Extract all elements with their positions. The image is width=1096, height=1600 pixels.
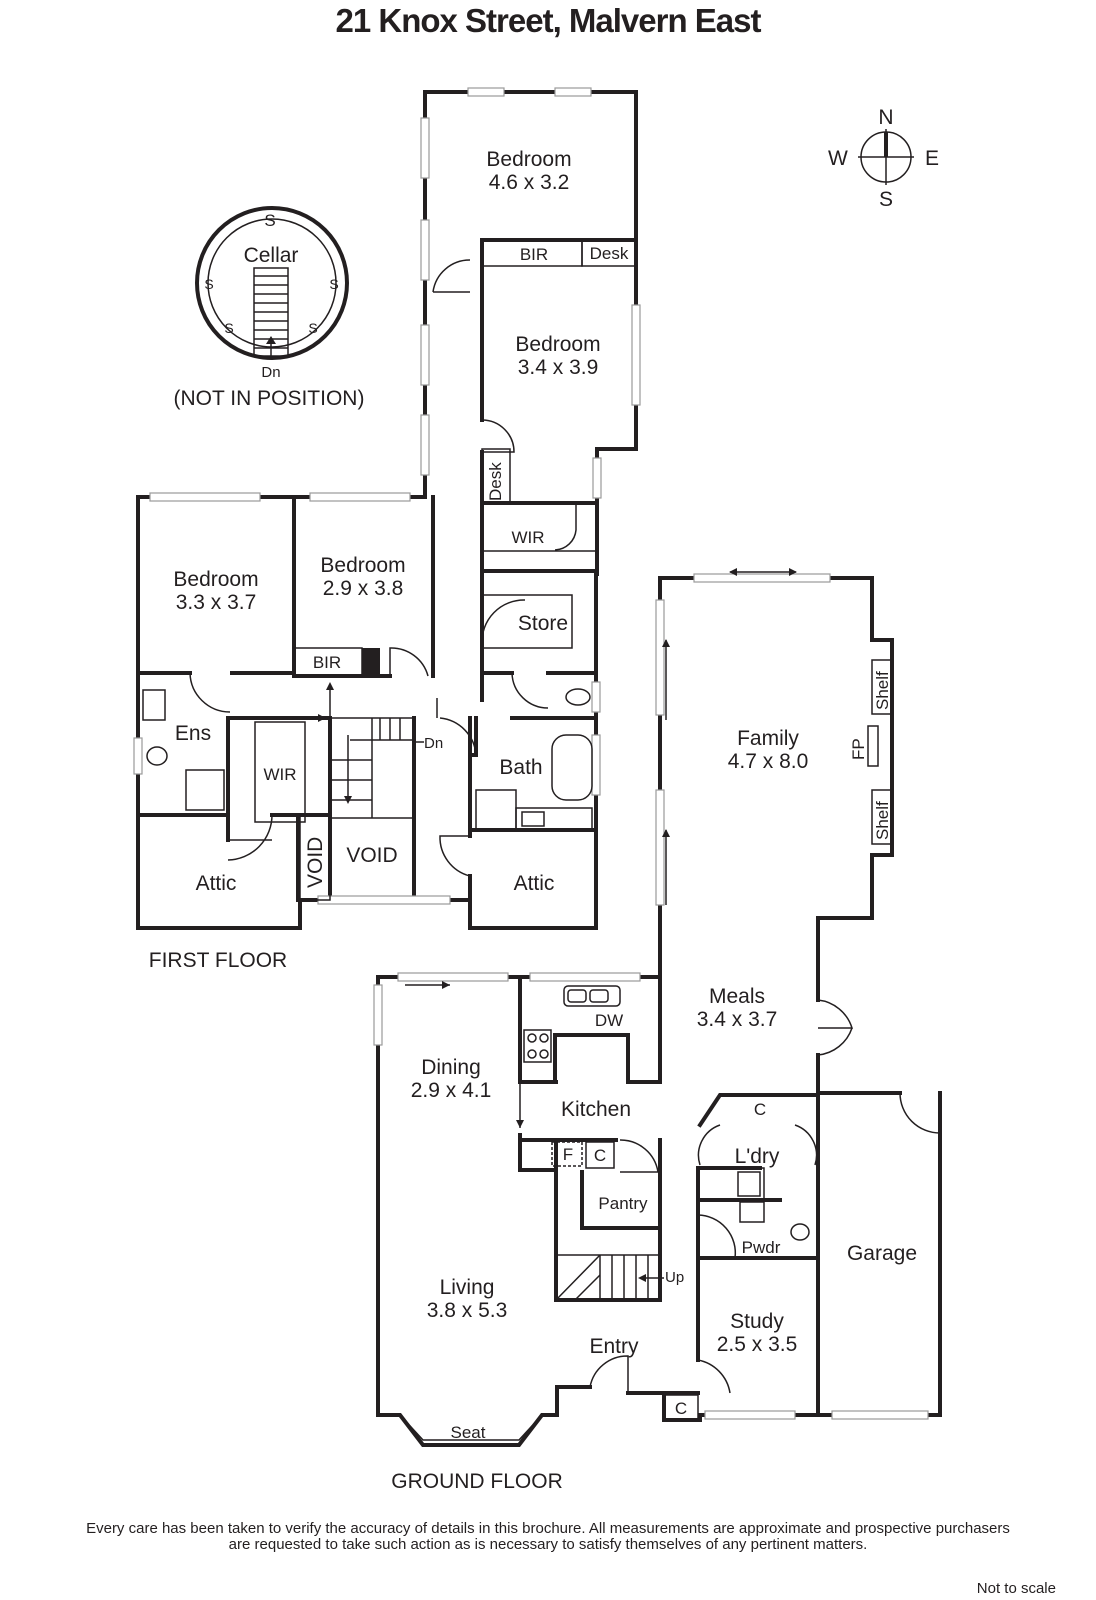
room-bedroom-rear: Bedroom bbox=[486, 148, 571, 171]
room-bedroom-mid-size: 3.4 x 3.9 bbox=[518, 356, 599, 379]
room-meals-size: 3.4 x 3.7 bbox=[697, 1008, 778, 1031]
plan-title: 21 Knox Street, Malvern East bbox=[335, 2, 761, 39]
cupboard-entry: C bbox=[675, 1399, 687, 1418]
first-floor-walls bbox=[136, 90, 638, 930]
disclaimer-line-2: are requested to take such action as is … bbox=[228, 1536, 868, 1553]
room-kitchen: Kitchen bbox=[561, 1098, 631, 1121]
room-bedroom-left: Bedroom bbox=[173, 568, 258, 591]
shelf-bottom: Shelf bbox=[873, 801, 892, 840]
compass-n: N bbox=[878, 106, 893, 129]
compass-s: S bbox=[879, 188, 893, 211]
compass-e: E bbox=[925, 147, 939, 170]
room-study-size: 2.5 x 3.5 bbox=[717, 1333, 798, 1356]
fireplace: FP bbox=[849, 738, 868, 760]
compass-w: W bbox=[828, 147, 848, 170]
cellar: Cellar S S S S S Dn (NOT IN POSITION) bbox=[174, 206, 365, 410]
room-bedroom-centre-size: 2.9 x 3.8 bbox=[323, 577, 404, 600]
ground-floor-labels: Family 4.7 x 8.0 Shelf Shelf FP Meals 3.… bbox=[391, 671, 917, 1493]
cellar-shelf-left: S bbox=[204, 276, 213, 292]
stair-dn-first: Dn bbox=[424, 735, 443, 752]
room-bath: Bath bbox=[499, 756, 542, 779]
room-attic-right: Attic bbox=[514, 872, 555, 895]
wir-mid: WIR bbox=[511, 528, 544, 547]
bir-centre: BIR bbox=[313, 653, 341, 672]
room-family-size: 4.7 x 8.0 bbox=[728, 750, 809, 773]
cellar-shelf-right: S bbox=[329, 276, 338, 292]
room-bedroom-centre: Bedroom bbox=[320, 554, 405, 577]
stair-up: Up bbox=[665, 1269, 684, 1286]
room-pantry: Pantry bbox=[598, 1194, 648, 1213]
room-bedroom-mid: Bedroom bbox=[515, 333, 600, 356]
room-laundry: L'dry bbox=[735, 1145, 780, 1168]
disclaimer-line-1: Every care has been taken to verify the … bbox=[86, 1520, 1010, 1537]
room-ens: Ens bbox=[175, 722, 211, 745]
room-study: Study bbox=[730, 1310, 784, 1333]
room-entry: Entry bbox=[589, 1335, 639, 1358]
shelf-top: Shelf bbox=[873, 671, 892, 710]
cellar-stair-label: Dn bbox=[261, 364, 280, 381]
room-bedroom-rear-size: 4.6 x 3.2 bbox=[489, 171, 570, 194]
desk-rear: Desk bbox=[590, 244, 629, 263]
bir-rear: BIR bbox=[520, 245, 548, 264]
room-bedroom-left-size: 3.3 x 3.7 bbox=[176, 591, 257, 614]
cellar-shelf-top: S bbox=[264, 211, 275, 230]
room-garage: Garage bbox=[847, 1242, 917, 1265]
room-store: Store bbox=[518, 612, 568, 635]
first-floor-title: FIRST FLOOR bbox=[149, 949, 287, 972]
room-powder: Pwdr bbox=[742, 1238, 781, 1257]
fridge: F bbox=[563, 1145, 573, 1164]
cupboard-laundry: C bbox=[754, 1100, 766, 1119]
first-floor-windows bbox=[133, 87, 641, 905]
seat: Seat bbox=[451, 1423, 486, 1442]
cellar-shelf-bottom-right: S bbox=[308, 320, 317, 336]
room-living: Living bbox=[440, 1276, 495, 1299]
void-vertical: VOID bbox=[304, 837, 327, 888]
room-meals: Meals bbox=[709, 985, 765, 1008]
ground-floor-title: GROUND FLOOR bbox=[391, 1470, 563, 1493]
ground-floor-windows bbox=[373, 573, 929, 1420]
not-to-scale: Not to scale bbox=[976, 1580, 1056, 1597]
room-dining: Dining bbox=[421, 1056, 481, 1079]
void: VOID bbox=[346, 844, 397, 867]
ground-floor-fixtures bbox=[399, 568, 941, 1441]
cellar-note: (NOT IN POSITION) bbox=[174, 387, 365, 410]
compass-icon: N S E W bbox=[828, 106, 939, 211]
cupboard-kitchen: C bbox=[594, 1146, 606, 1165]
cellar-shelf-bottom-left: S bbox=[224, 320, 233, 336]
room-attic-left: Attic bbox=[196, 872, 237, 895]
room-family: Family bbox=[737, 727, 799, 750]
wir-left: WIR bbox=[263, 765, 296, 784]
cellar-label: Cellar bbox=[244, 244, 299, 267]
first-floor-labels: Bedroom 4.6 x 3.2 BIR Desk Bedroom 3.4 x… bbox=[149, 148, 629, 972]
room-living-size: 3.8 x 5.3 bbox=[427, 1299, 508, 1322]
desk-mid: Desk bbox=[486, 462, 505, 501]
room-dining-size: 2.9 x 4.1 bbox=[411, 1079, 492, 1102]
first-floor-fixtures bbox=[142, 239, 637, 901]
dishwasher: DW bbox=[595, 1011, 623, 1030]
